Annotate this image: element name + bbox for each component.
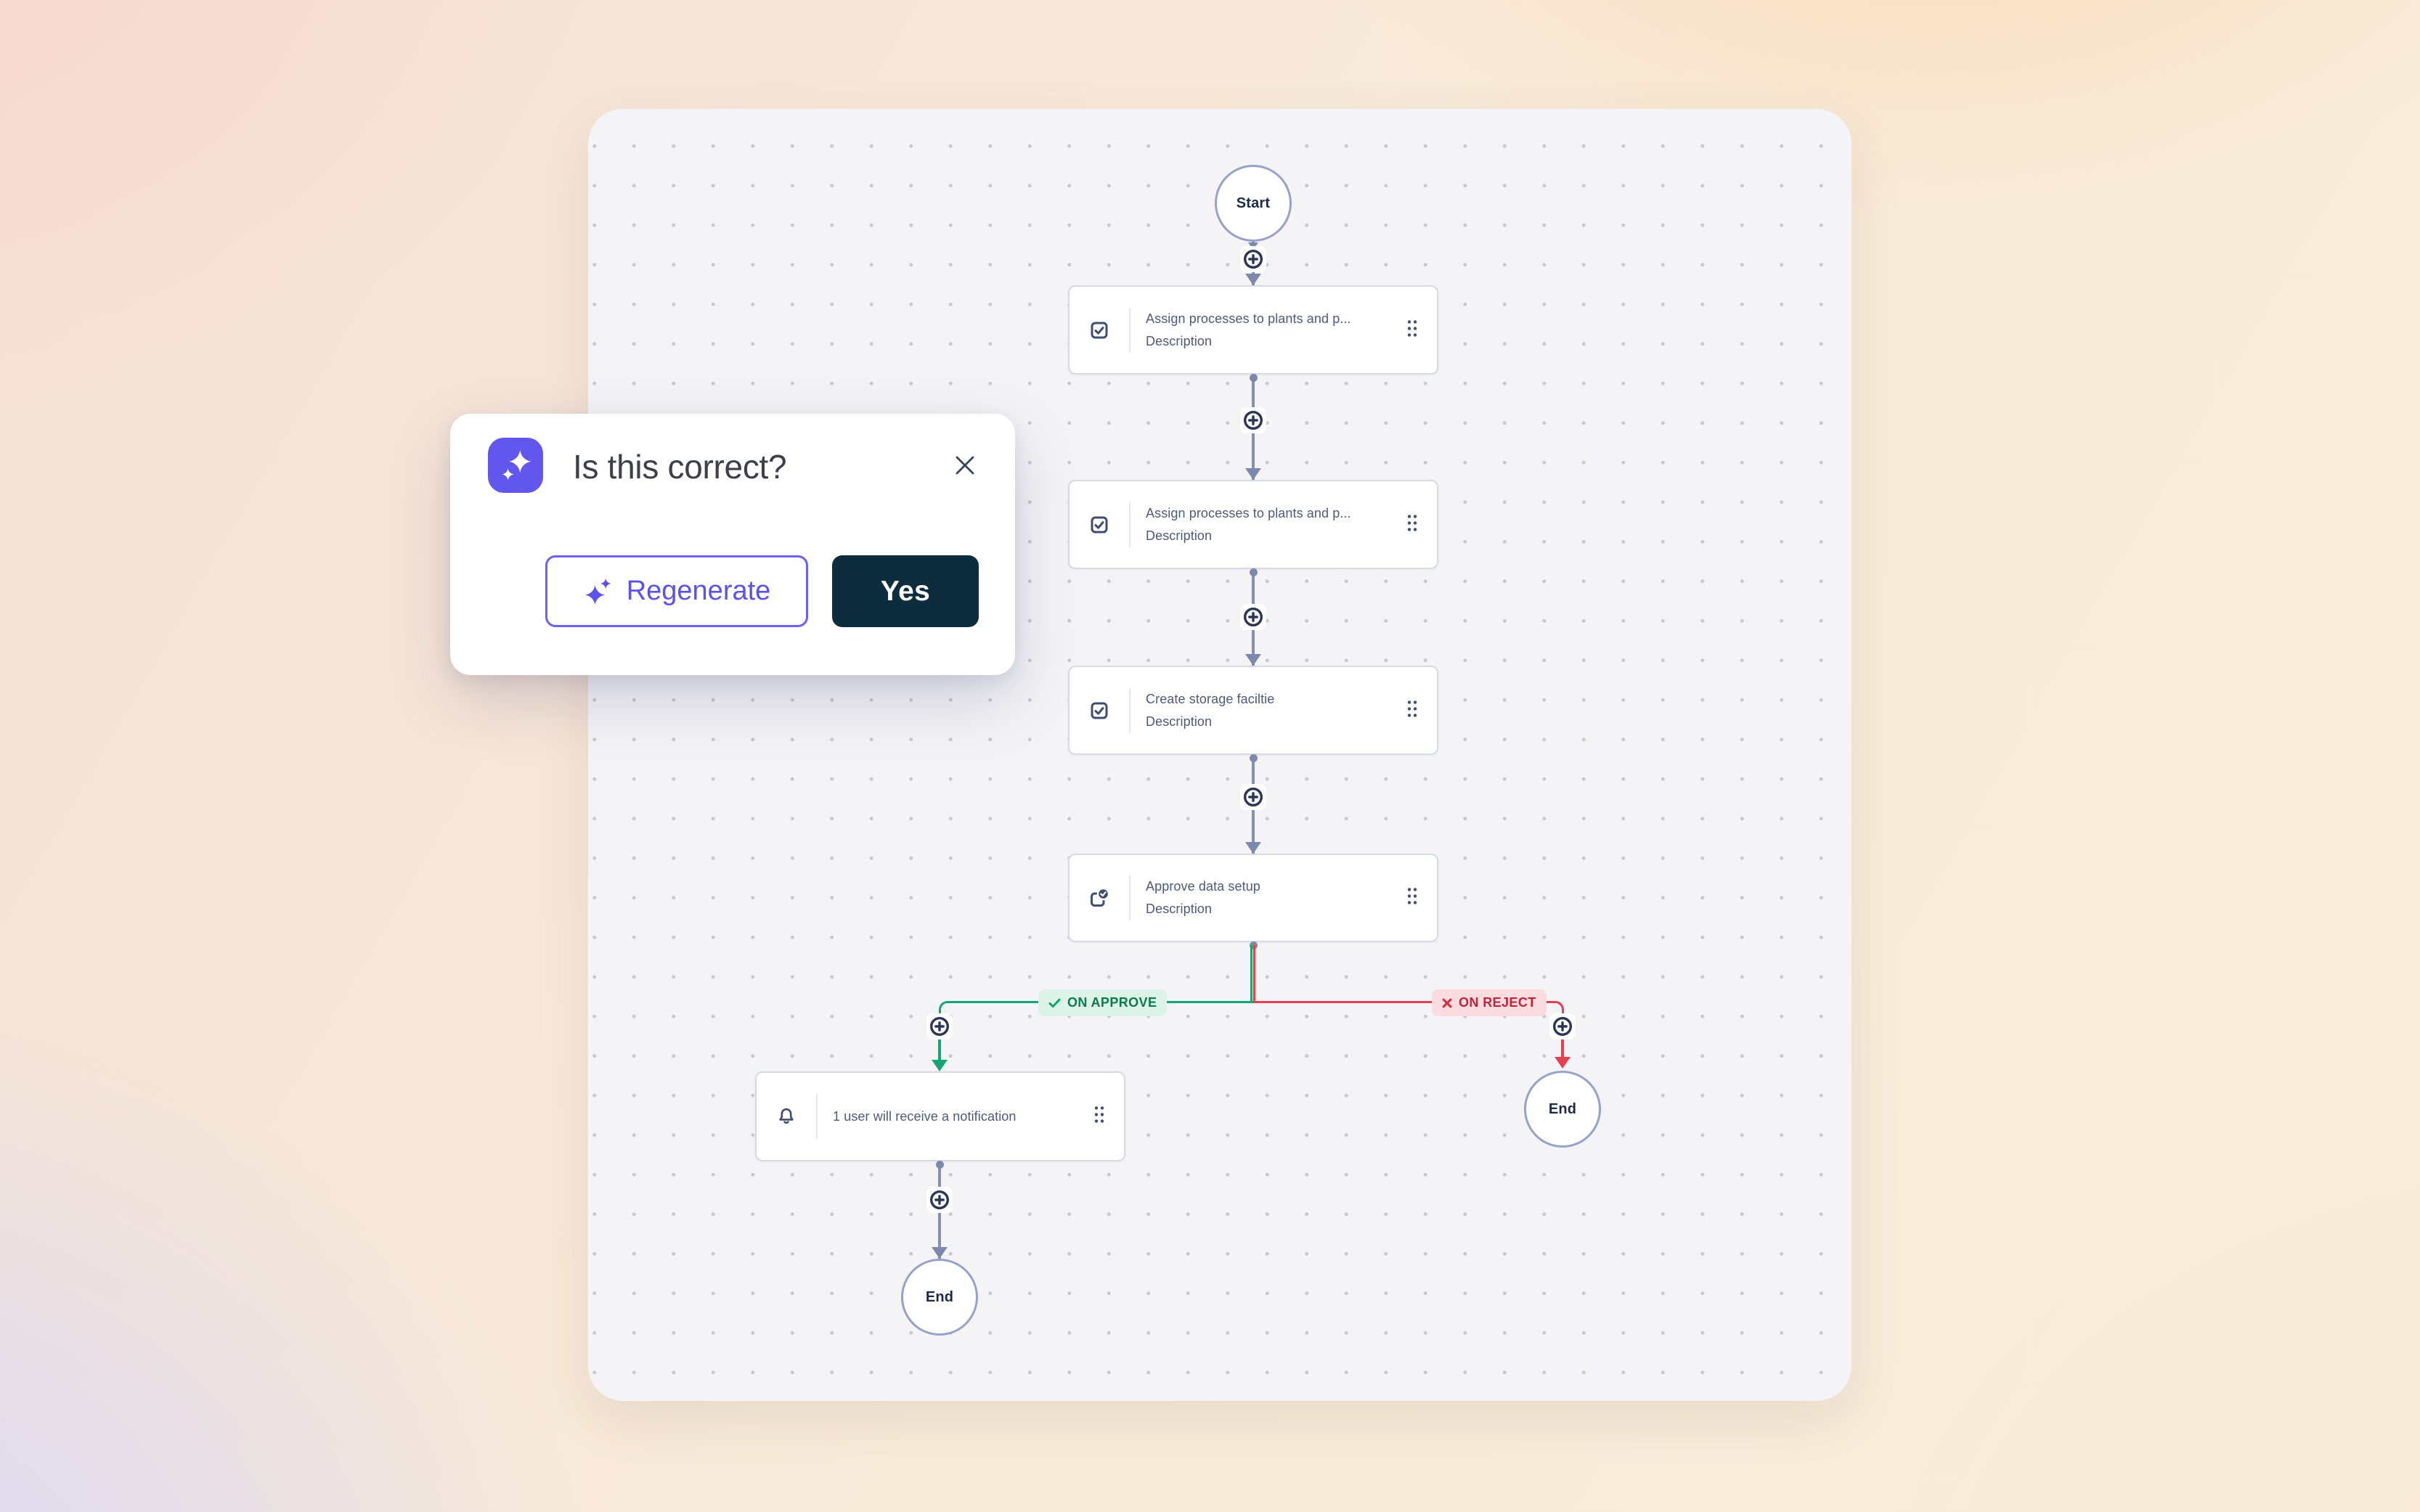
- drag-handle[interactable]: [1406, 514, 1418, 535]
- connector-dot: [935, 1161, 944, 1169]
- node-icon-cell: [757, 1094, 818, 1139]
- approval-icon: [1091, 888, 1109, 907]
- drag-dots-icon: [1094, 1106, 1104, 1123]
- check-icon: [1048, 998, 1061, 1008]
- node-icon-cell: [1070, 502, 1130, 547]
- notification-node[interactable]: 1 user will receive a notification: [755, 1071, 1125, 1161]
- connector-dot: [1249, 754, 1258, 762]
- node-title: 1 user will receive a notification: [833, 1108, 1017, 1124]
- plus-circle-icon: [1243, 787, 1263, 807]
- drag-handle[interactable]: [1406, 700, 1418, 721]
- end-node-label: End: [925, 1288, 954, 1305]
- node-description: Description: [1146, 714, 1213, 729]
- dialog-title: Is this correct?: [573, 448, 787, 486]
- arrowhead: [1245, 842, 1261, 854]
- node-icon-cell: [1070, 687, 1130, 733]
- node-description: Description: [1146, 333, 1213, 348]
- checkbox-icon: [1091, 702, 1108, 719]
- node-icon-cell: [1070, 875, 1130, 920]
- checkbox-icon: [1091, 322, 1108, 338]
- add-step-button[interactable]: [1240, 604, 1266, 630]
- node-description: Description: [1146, 902, 1213, 916]
- connector-dot: [1249, 568, 1258, 576]
- drag-dots-icon: [1407, 319, 1417, 337]
- arrowhead: [1245, 274, 1261, 285]
- on-reject-label: ON REJECT: [1432, 989, 1547, 1016]
- node-title: Approve data setup: [1146, 879, 1260, 894]
- yes-button-label: Yes: [880, 575, 931, 607]
- connector-dot: [1249, 374, 1258, 382]
- add-step-button[interactable]: [926, 1013, 953, 1039]
- arrowhead: [1245, 468, 1261, 480]
- on-reject-text: ON REJECT: [1459, 995, 1536, 1010]
- end-node-label: End: [1548, 1100, 1577, 1117]
- node-title: Create storage faciltie: [1146, 691, 1275, 706]
- task-node-1[interactable]: Assign processes to plants and p... Desc…: [1068, 285, 1438, 375]
- arrowhead-red: [1555, 1057, 1570, 1068]
- on-approve-text: ON APPROVE: [1067, 995, 1157, 1010]
- drag-dots-icon: [1407, 700, 1417, 717]
- confirmation-dialog: Is this correct? Regenerate Yes: [450, 414, 1015, 675]
- node-icon-cell: [1070, 307, 1130, 353]
- sparkles-icon: [584, 578, 611, 605]
- task-node-2[interactable]: Assign processes to plants and p... Desc…: [1068, 480, 1438, 569]
- add-step-button[interactable]: [1240, 246, 1266, 272]
- drag-handle[interactable]: [1093, 1106, 1105, 1127]
- plus-circle-icon: [1243, 607, 1263, 627]
- drag-handle[interactable]: [1406, 888, 1418, 909]
- add-step-button[interactable]: [1240, 784, 1266, 810]
- arrowhead-green: [932, 1060, 948, 1071]
- plus-circle-icon: [929, 1190, 950, 1210]
- checkbox-icon: [1091, 516, 1108, 533]
- add-step-button[interactable]: [1240, 407, 1266, 433]
- node-title: Assign processes to plants and p...: [1146, 311, 1351, 326]
- reject-branch-line: [1253, 1000, 1564, 1017]
- x-icon: [1442, 998, 1452, 1008]
- add-step-button[interactable]: [926, 1187, 953, 1213]
- add-step-button[interactable]: [1549, 1013, 1576, 1039]
- start-node[interactable]: Start: [1215, 165, 1292, 242]
- approval-node[interactable]: Approve data setup Description: [1068, 854, 1438, 942]
- branch-stub-red: [1252, 945, 1255, 1002]
- arrowhead: [932, 1247, 948, 1259]
- arrowhead: [1245, 654, 1261, 666]
- drag-handle[interactable]: [1406, 319, 1418, 340]
- branch-stub-green: [1250, 945, 1252, 1002]
- end-node-right[interactable]: End: [1524, 1071, 1601, 1148]
- plus-circle-icon: [1243, 249, 1263, 269]
- yes-button[interactable]: Yes: [832, 555, 979, 627]
- bell-icon: [779, 1108, 794, 1124]
- node-description: Description: [1146, 528, 1213, 543]
- sparkles-icon: [502, 450, 531, 481]
- drag-dots-icon: [1407, 514, 1417, 531]
- plus-circle-icon: [929, 1016, 950, 1037]
- regenerate-button-label: Regenerate: [626, 576, 771, 606]
- plus-circle-icon: [1552, 1016, 1573, 1037]
- close-icon: [956, 456, 974, 475]
- end-node-left[interactable]: End: [901, 1259, 978, 1336]
- ai-sparkles-badge: [488, 438, 543, 493]
- regenerate-button[interactable]: Regenerate: [545, 555, 808, 627]
- drag-dots-icon: [1407, 888, 1417, 904]
- start-node-label: Start: [1236, 195, 1271, 211]
- task-node-3[interactable]: Create storage faciltie Description: [1068, 666, 1438, 755]
- on-approve-label: ON APPROVE: [1038, 989, 1168, 1016]
- close-button[interactable]: [950, 451, 979, 480]
- plus-circle-icon: [1243, 410, 1263, 430]
- node-title: Assign processes to plants and p...: [1146, 505, 1351, 520]
